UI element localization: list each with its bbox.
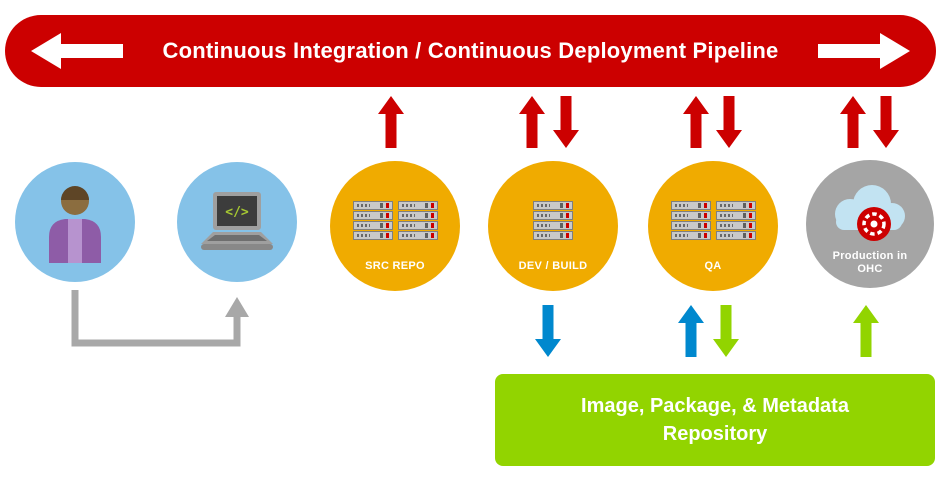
src-repo-up-arrow-icon [378,96,404,148]
server-rack-icon [488,201,618,240]
person-icon [49,186,101,263]
repository-label-line1: Image, Package, & Metadata [581,395,849,417]
laptop-icon: </> [201,192,273,250]
production-label: Production in OHC [832,250,908,275]
code-glyph: </> [225,205,249,220]
src-repo-node: SRC REPO [330,161,460,291]
developer-node [15,162,135,282]
repo-to-production-arrow-icon [853,305,879,357]
pipeline-banner: Continuous Integration / Continuous Depl… [5,15,936,87]
banner-right-arrow-icon [818,33,910,69]
dev-build-down-arrow-icon [553,96,579,148]
dev-build-to-repo-arrow-icon [535,305,561,357]
qa-node: QA [648,161,778,291]
qa-down-arrow-icon [716,96,742,148]
qa-label: QA [704,260,722,272]
dev-build-up-arrow-icon [519,96,545,148]
workstation-node: </> [177,162,297,282]
developer-to-workstation-connector [71,290,249,347]
repo-to-qa-arrow-icon [678,305,704,357]
production-node: Production in OHC [806,160,934,288]
production-up-arrow-icon [840,96,866,148]
qa-up-arrow-icon [683,96,709,148]
dev-build-label: DEV / BUILD [518,260,588,272]
pipeline-title: Continuous Integration / Continuous Depl… [162,38,779,63]
banner-left-arrow-icon [31,33,123,69]
repository-label-line2: Repository [662,423,768,445]
server-rack-icon [648,201,778,240]
server-rack-icon [330,201,460,240]
src-repo-label: SRC REPO [365,260,425,272]
production-down-arrow-icon [873,96,899,148]
dev-build-node: DEV / BUILD [488,161,618,291]
repository-box: Image, Package, & Metadata Repository [495,374,935,466]
qa-to-repo-arrow-icon [713,305,739,357]
cloud-openshift-icon [835,185,905,241]
